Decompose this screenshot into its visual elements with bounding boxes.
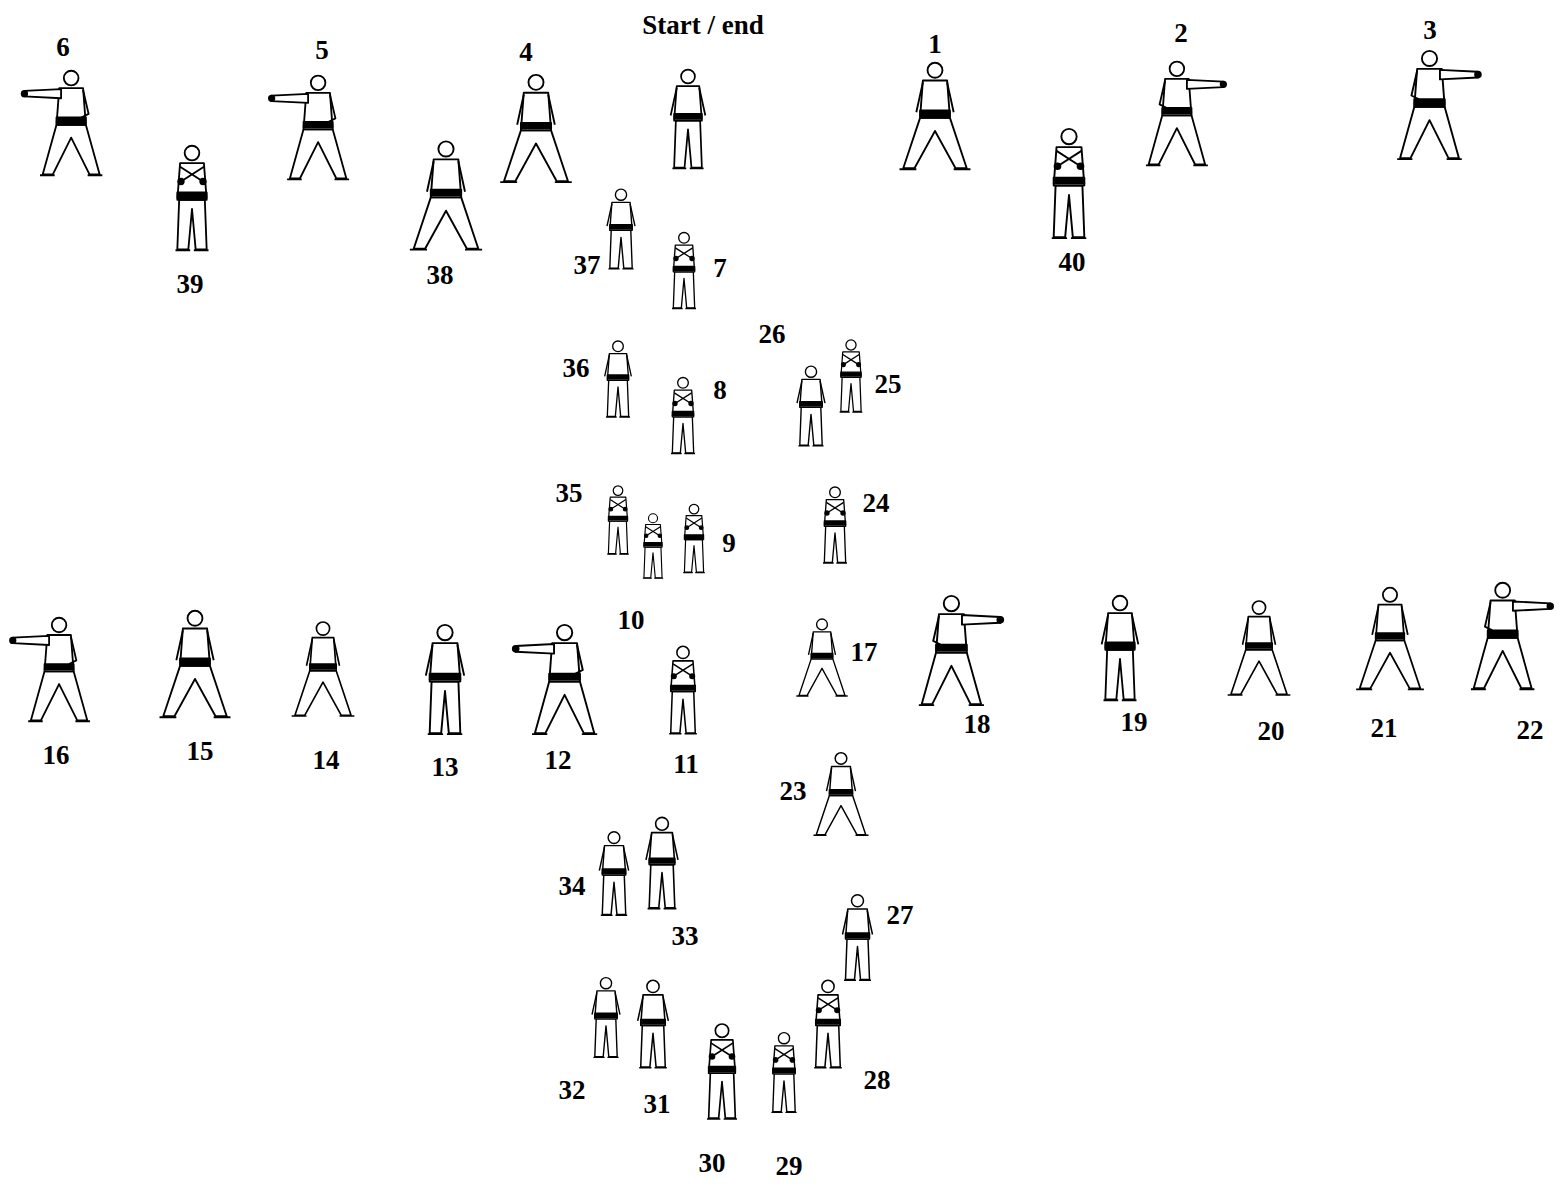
karate-figure (671, 378, 695, 454)
karate-figure (771, 1033, 796, 1113)
callout-number: 8 (712, 377, 728, 404)
callout-number: 17 (850, 639, 879, 666)
callout-number: 2 (1173, 20, 1189, 47)
callout-number: 40 (1058, 249, 1087, 276)
karate-figure (269, 76, 349, 180)
callout-number: 11 (672, 751, 700, 778)
karate-figure (1356, 588, 1424, 690)
karate-figure (607, 189, 635, 269)
callout-number: 30 (698, 1150, 727, 1177)
callout-number: 33 (671, 923, 700, 950)
callout-number: 13 (431, 754, 460, 781)
karate-figure (643, 514, 663, 579)
callout-number: 24 (862, 490, 891, 517)
karate-figure (672, 233, 696, 309)
callout-number: 12 (544, 747, 573, 774)
callout-number: 23 (779, 778, 808, 805)
callout-number: 32 (558, 1077, 587, 1104)
callout-number: 27 (886, 902, 915, 929)
callout-number: 4 (518, 39, 534, 66)
karate-figure (900, 63, 971, 169)
callout-number: 35 (555, 480, 584, 507)
karate-figure (707, 1024, 737, 1119)
callout-number: 6 (55, 34, 71, 61)
karate-figure (1052, 129, 1087, 238)
callout-number: 31 (643, 1091, 672, 1118)
callout-number: 25 (874, 371, 903, 398)
karate-figure (176, 146, 209, 251)
karate-figure (683, 504, 705, 572)
karate-figure (646, 817, 678, 908)
callout-number: 38 (426, 262, 455, 289)
callout-number: 3 (1422, 17, 1438, 44)
karate-figure (592, 978, 620, 1058)
karate-figure (605, 341, 632, 417)
karate-figure (814, 980, 842, 1067)
karate-figure (638, 980, 669, 1067)
callout-number: 22 (1516, 717, 1545, 744)
karate-figure (843, 895, 873, 981)
karate-figure (292, 622, 355, 716)
callout-number: 7 (712, 255, 728, 282)
karate-figure (426, 625, 464, 734)
karate-figure (1471, 583, 1553, 689)
karate-figure (919, 596, 1003, 705)
callout-number: 28 (863, 1067, 892, 1094)
karate-figure (796, 619, 847, 696)
callout-number: 15 (186, 738, 215, 765)
callout-number: 37 (573, 252, 602, 279)
start-end-label: Start / end (641, 12, 765, 39)
karate-figure (1397, 51, 1481, 159)
karate-figure (813, 753, 868, 836)
karate-figure (607, 486, 629, 554)
karate-figure (797, 366, 825, 446)
karate-figure (500, 75, 572, 182)
karate-figure (410, 141, 482, 249)
karate-figure (1102, 596, 1139, 701)
callout-number: 34 (558, 873, 587, 900)
karate-figure (669, 646, 697, 733)
callout-number: 19 (1120, 709, 1149, 736)
callout-number: 18 (963, 711, 992, 738)
callout-number: 26 (758, 321, 787, 348)
karate-figure (671, 70, 706, 169)
karate-figure (10, 618, 90, 722)
callout-number: 29 (775, 1153, 804, 1180)
callout-number: 14 (312, 747, 341, 774)
karate-figure (513, 625, 597, 734)
callout-number: 36 (562, 355, 591, 382)
callout-number: 39 (176, 271, 205, 298)
callout-number: 9 (721, 530, 737, 557)
karate-figure (1146, 62, 1226, 166)
callout-number: 20 (1257, 718, 1286, 745)
callout-number: 5 (314, 37, 330, 64)
karate-figure (840, 340, 863, 412)
callout-number: 1 (927, 31, 943, 58)
callout-number: 21 (1370, 715, 1399, 742)
karate-figure (22, 71, 103, 176)
callout-number: 16 (42, 742, 71, 769)
karate-figure (1228, 601, 1291, 695)
callout-number: 10 (617, 607, 646, 634)
karate-figure (160, 611, 231, 717)
karate-figure (599, 832, 628, 916)
karate-figure (823, 487, 847, 563)
